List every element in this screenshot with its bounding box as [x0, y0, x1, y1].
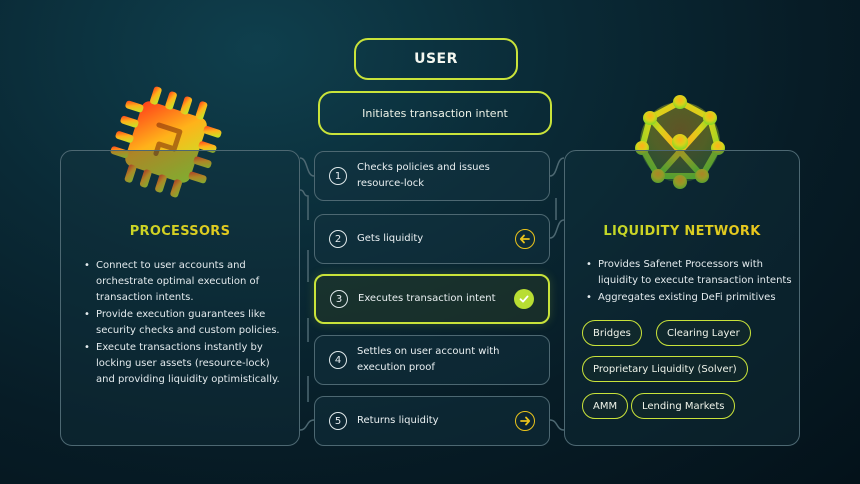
step-label: Executes transaction intent: [358, 293, 496, 304]
intent-label: Initiates transaction intent: [362, 106, 508, 120]
processors-title: PROCESSORS: [60, 224, 300, 239]
step-5: 5 Returns liquidity: [314, 396, 550, 446]
processors-bullet: Provide execution guarantees like securi…: [84, 307, 284, 339]
step-label: Returns liquidity: [357, 415, 439, 426]
step-number: 5: [329, 412, 347, 430]
tag-label: Lending Markets: [642, 400, 725, 412]
tag-amm: AMM: [582, 393, 629, 419]
liquidity-bullet: Aggregates existing DeFi primitives: [586, 290, 796, 306]
tag-lending-markets: Lending Markets: [631, 393, 736, 419]
tag-clearing-layer: Clearing Layer: [656, 320, 751, 346]
chip-icon: [110, 86, 222, 198]
liquidity-network-title: LIQUIDITY NETWORK: [564, 224, 800, 239]
liquidity-bullet: Provides Safenet Processors with liquidi…: [586, 257, 796, 289]
tag-label: Proprietary Liquidity (Solver): [593, 363, 737, 375]
step-label: Settles on user account with execution p…: [357, 346, 500, 373]
step-3: 3 Executes transaction intent: [314, 274, 550, 324]
tag-bridges: Bridges: [582, 320, 642, 346]
processors-bullet: Execute transactions instantly by lockin…: [84, 340, 284, 388]
step-number: 1: [329, 167, 347, 185]
step-1: 1 Checks policies and issues resource-lo…: [314, 151, 550, 201]
step-number: 2: [329, 230, 347, 248]
user-label: USER: [414, 51, 458, 67]
step-label: Gets liquidity: [357, 233, 424, 244]
left-connectors: [299, 157, 315, 431]
step-2: 2 Gets liquidity: [314, 214, 550, 264]
processors-bullet-list: Connect to user accounts and orchestrate…: [84, 258, 284, 389]
tag-proprietary-liquidity: Proprietary Liquidity (Solver): [582, 356, 748, 382]
step-number: 3: [330, 290, 348, 308]
user-box: USER: [354, 38, 518, 80]
tag-label: Bridges: [593, 327, 631, 339]
tag-label: Clearing Layer: [667, 327, 740, 339]
arrow-left-icon: [515, 229, 535, 249]
network-sphere-icon: [635, 95, 725, 189]
liquidity-bullet-list: Provides Safenet Processors with liquidi…: [586, 257, 796, 307]
check-icon: [514, 289, 534, 309]
step-label: Checks policies and issues resource-lock: [357, 162, 490, 189]
intent-box: Initiates transaction intent: [318, 91, 552, 135]
processors-bullet: Connect to user accounts and orchestrate…: [84, 258, 284, 306]
arrow-right-icon: [515, 411, 535, 431]
step-number: 4: [329, 351, 347, 369]
right-connectors: [549, 157, 565, 431]
tag-label: AMM: [593, 400, 618, 412]
step-4: 4 Settles on user account with execution…: [314, 335, 550, 385]
